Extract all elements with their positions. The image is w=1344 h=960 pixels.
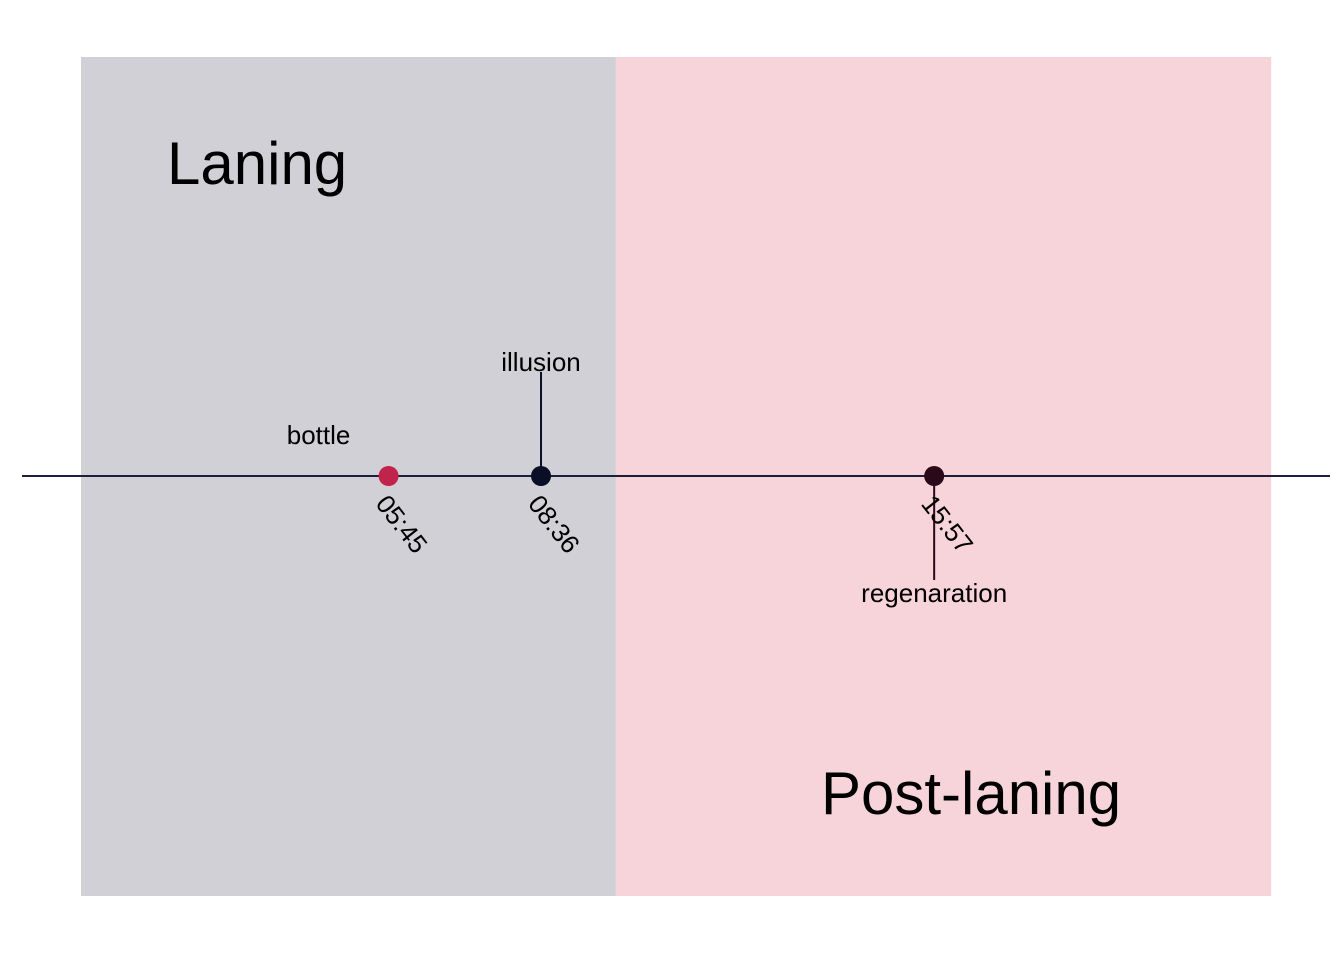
phase-label: Laning: [167, 130, 347, 197]
event-marker: [531, 466, 552, 486]
event-marker: [378, 466, 399, 486]
event-label: illusion: [501, 347, 581, 377]
event-label: regenaration: [861, 578, 1007, 608]
event-label: bottle: [287, 420, 351, 450]
phase-label: Post-laning: [821, 760, 1121, 827]
event-marker: [924, 466, 945, 486]
